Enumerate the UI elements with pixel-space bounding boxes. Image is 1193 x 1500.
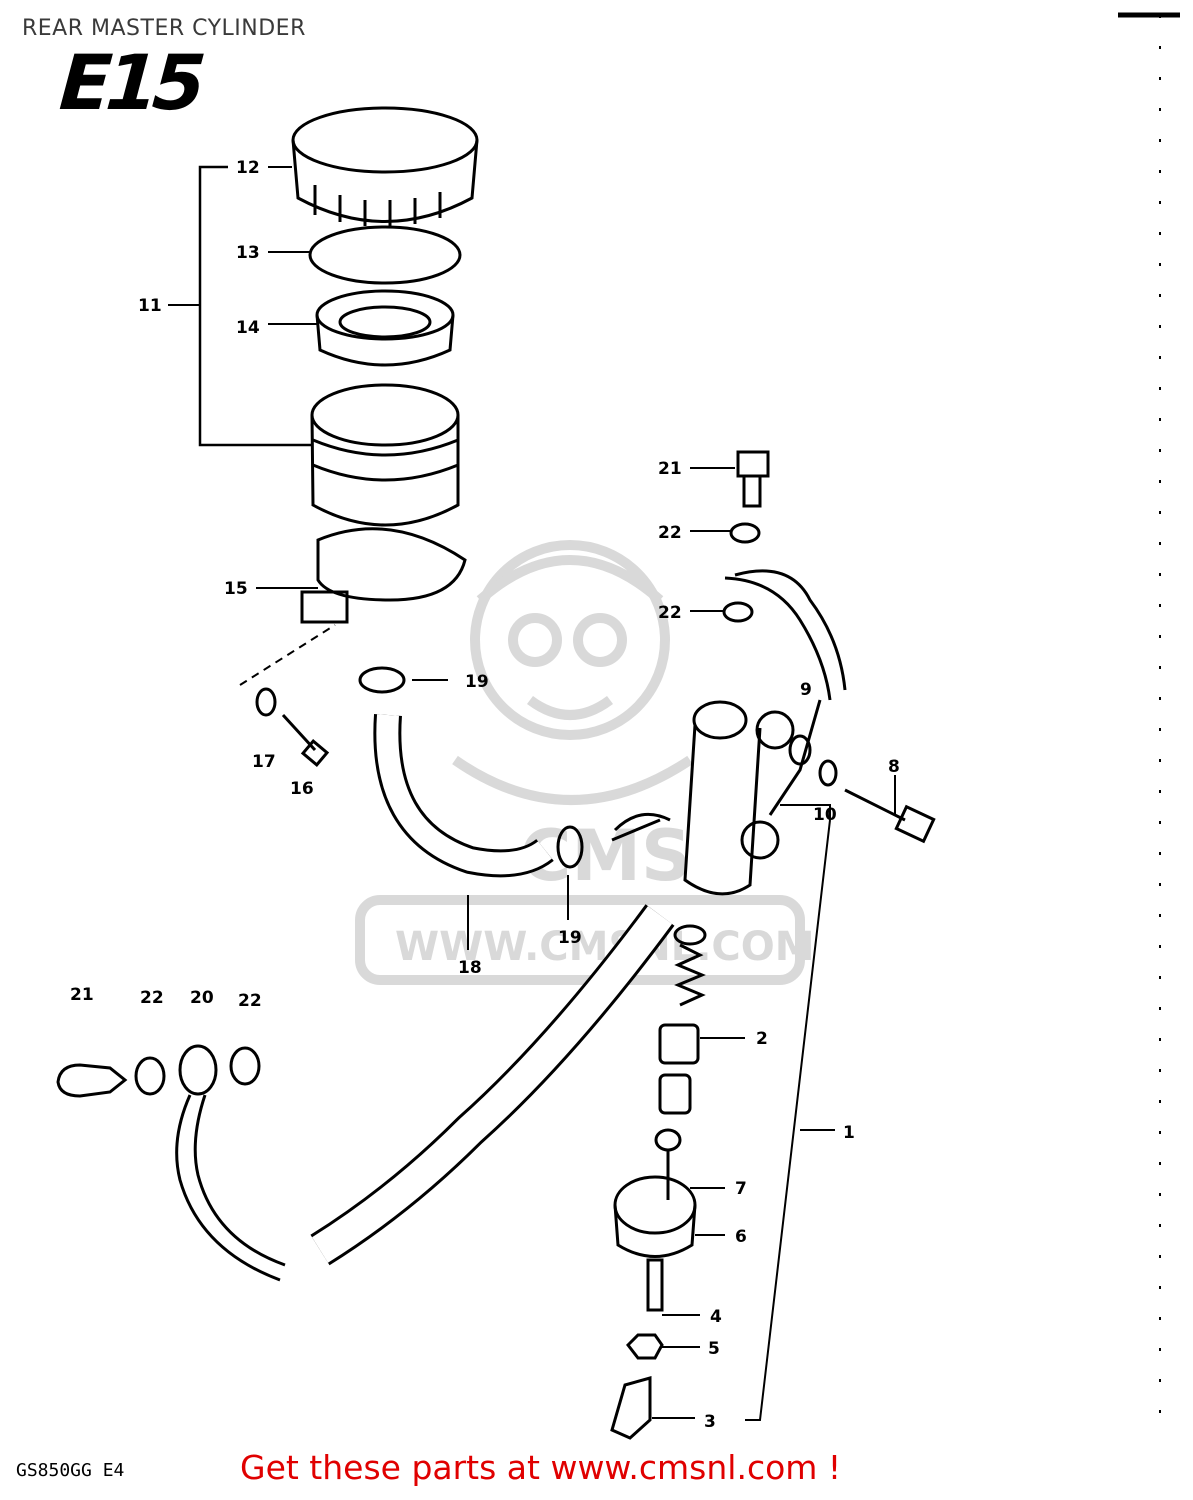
part-reservoir: [310, 383, 460, 527]
part-washer-22a: [729, 522, 761, 544]
part-washer-22c: [134, 1056, 166, 1096]
part-spring: [673, 924, 707, 1007]
part-banjo-bolt-21b: [56, 1063, 128, 1098]
callout-7: 7: [735, 1179, 747, 1199]
leader-dashed: [239, 624, 336, 686]
part-clip-19b: [556, 825, 584, 869]
part-washer-10: [818, 759, 838, 787]
part-rod-4: [646, 1258, 664, 1312]
callout-19-upper: 19: [465, 672, 489, 692]
part-boot-6: [613, 1175, 697, 1258]
callout-5: 5: [708, 1339, 720, 1359]
part-master-cylinder-body: [611, 699, 822, 896]
callout-8: 8: [888, 757, 900, 777]
callout-13: 13: [236, 243, 260, 263]
watermark-mascot: [355, 540, 805, 985]
callout-9: 9: [800, 680, 812, 700]
leader-bracket-11: [198, 165, 312, 447]
callout-22-lower-a: 22: [140, 988, 164, 1008]
section-code: E15: [56, 38, 203, 127]
callout-3: 3: [704, 1412, 716, 1432]
part-clamp-15: [300, 527, 467, 624]
page-title: REAR MASTER CYLINDER: [22, 16, 306, 41]
callout-22-lower-b: 22: [238, 991, 262, 1011]
callout-20: 20: [190, 988, 214, 1008]
part-cap-12: [291, 106, 479, 226]
callout-19-lower: 19: [558, 928, 582, 948]
part-washer-17: [255, 687, 277, 717]
part-piston-2: [658, 1023, 700, 1115]
callout-1: 1: [843, 1123, 855, 1143]
callout-16: 16: [290, 779, 314, 799]
part-washer-22b: [722, 601, 754, 623]
part-pushrod-7: [654, 1128, 682, 1200]
part-screw-16: [281, 713, 330, 768]
model-code: GS850GG E4: [16, 1460, 125, 1481]
callout-11: 11: [138, 296, 162, 316]
callout-4: 4: [710, 1307, 722, 1327]
callout-15: 15: [224, 579, 248, 599]
part-washer-9: [788, 734, 812, 766]
part-clip-19a: [358, 666, 406, 694]
footer-cta-link[interactable]: Get these parts at www.cmsnl.com !: [240, 1448, 842, 1487]
callout-17: 17: [252, 752, 276, 772]
callout-6: 6: [735, 1227, 747, 1247]
callout-14: 14: [236, 318, 260, 338]
part-clevis-3: [610, 1376, 652, 1440]
part-gasket-13: [308, 225, 462, 285]
part-washer-22d: [229, 1046, 261, 1086]
callout-12: 12: [236, 158, 260, 178]
leader-lines: [256, 166, 896, 1421]
part-banjo-bolt-21: [736, 450, 770, 508]
part-hose-20: [175, 1044, 286, 1282]
part-brake-hose-upper: [734, 569, 847, 691]
callout-21-lower: 21: [70, 985, 94, 1005]
part-nut-5: [626, 1333, 664, 1360]
part-diaphragm-14: [315, 289, 455, 367]
callout-22-upper-b: 22: [658, 603, 682, 623]
callout-2: 2: [756, 1029, 768, 1049]
callout-18: 18: [458, 958, 482, 978]
part-bolt-8: [844, 788, 936, 844]
callout-22-upper-a: 22: [658, 523, 682, 543]
callout-10: 10: [813, 805, 837, 825]
callout-21-upper: 21: [658, 459, 682, 479]
